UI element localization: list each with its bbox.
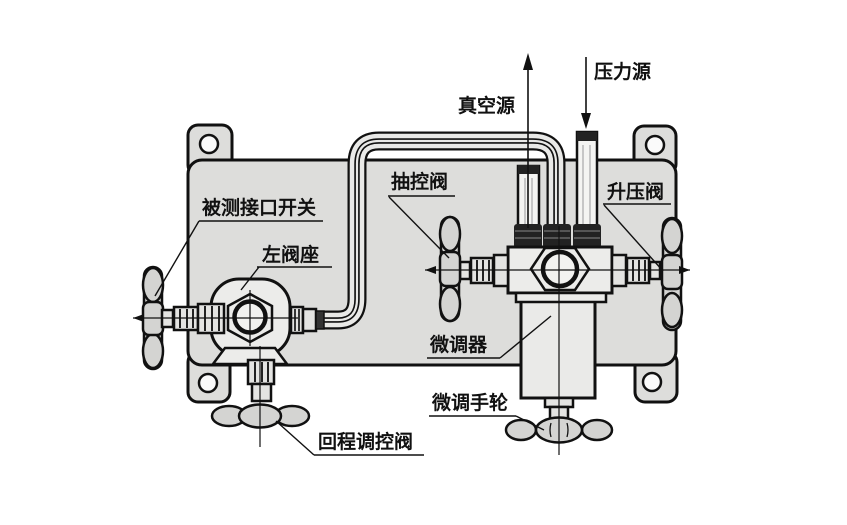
pressure-tube [575, 130, 599, 228]
manifold-centerline-arrowhead-right [679, 266, 690, 274]
pressure-flow-arrowhead [581, 113, 591, 129]
label-suction-control-valve: 抽控阀 [388, 170, 455, 259]
flow-arrows [523, 53, 591, 228]
suction-valve-handle-top-lobe [438, 215, 462, 253]
boost-valve-handle-bottom-lobe [660, 291, 684, 329]
pressure-tube-cap [577, 132, 597, 141]
left-centerline-arrowhead [133, 314, 144, 322]
collar-ridges [515, 230, 600, 239]
label-vacuum-source: 真空源 [458, 94, 515, 117]
fine-handwheel-detail-lines [549, 422, 569, 438]
left-valve-seat-leader [240, 266, 260, 291]
fine-adjuster-text: 微调器 [429, 333, 488, 356]
boost-valve-handle-top-lobe [660, 217, 684, 255]
fine-adjust-handwheel-text: 微调手轮 [431, 391, 508, 414]
label-return-control-valve: 回程调控阀 [275, 420, 424, 456]
left-valve-outlet-fitting-2 [301, 307, 318, 333]
fine-adjuster-top-flange [514, 291, 608, 304]
suction-valve-handle-hub [438, 250, 462, 288]
left-valve-outlet-fitting-1 [289, 305, 305, 335]
label-tested-port-switch: 被测接口开关 [154, 196, 323, 297]
pipe-core-line [322, 139, 558, 322]
pressure-tube-inner-lines [582, 145, 591, 224]
mounting-hole-top-right [644, 134, 666, 156]
boost-valve-text: 升压阀 [607, 180, 664, 203]
vacuum-flow-arrowhead [523, 53, 533, 70]
vacuum-tube-inner-lines [524, 178, 533, 224]
label-fine-adjuster: 微调器 [427, 315, 552, 359]
left-valve-assembly [133, 265, 325, 447]
label-left-valve-seat: 左阀座 [240, 243, 332, 291]
manifold-port-circle [540, 249, 580, 289]
tested-port-switch-text: 被测接口开关 [202, 196, 316, 219]
collar-right [573, 224, 601, 248]
pressure-source-text: 压力源 [594, 60, 651, 83]
manifold-top-collars [514, 224, 601, 248]
vacuum-source-text: 真空源 [458, 94, 515, 117]
fine-adjuster-assembly [504, 226, 614, 455]
label-pressure-source: 压力源 [594, 60, 651, 83]
mounting-hole-bottom-left [197, 372, 219, 394]
manifold-centerline-arrowhead-left [425, 266, 436, 274]
fine-adjuster-leader [499, 315, 552, 359]
boost-valve-leader [603, 204, 664, 272]
mounting-hole-top-left [198, 133, 220, 155]
manifold-assembly [425, 130, 690, 332]
tested-port-switch-handle-bottom-lobe [141, 332, 165, 370]
label-fine-adjust-handwheel: 微调手轮 [429, 391, 545, 431]
labels: 真空源 压力源 被测接口开关 左阀座 抽控阀 升压阀 微调器 [154, 60, 671, 456]
thread-lines-4 [254, 362, 269, 382]
collar-left [514, 224, 542, 248]
thread-lines-3 [294, 309, 300, 331]
label-boost-valve: 升压阀 [603, 180, 671, 272]
suction-valve-handle-bottom-lobe [438, 285, 462, 323]
tested-port-switch-leader [154, 220, 200, 297]
left-valve-seat-text: 左阀座 [262, 243, 319, 266]
mounting-hole-bottom-right [641, 371, 663, 393]
fine-adjuster-body [519, 298, 597, 400]
left-valve-outlet-collar [315, 310, 325, 330]
fine-adjust-handwheel-leader [515, 415, 545, 431]
suction-control-valve-leader [388, 196, 450, 259]
fine-handwheel-right-lobe [580, 418, 614, 442]
return-control-valve-leader [275, 420, 315, 456]
return-valve-stem-nut [250, 382, 273, 403]
return-control-valve-text: 回程调控阀 [318, 430, 413, 453]
collar-middle [543, 224, 571, 248]
suction-control-valve-text: 抽控阀 [391, 170, 448, 193]
tested-port-switch-handle-top-lobe [141, 266, 165, 304]
connecting-pipe [322, 131, 566, 330]
